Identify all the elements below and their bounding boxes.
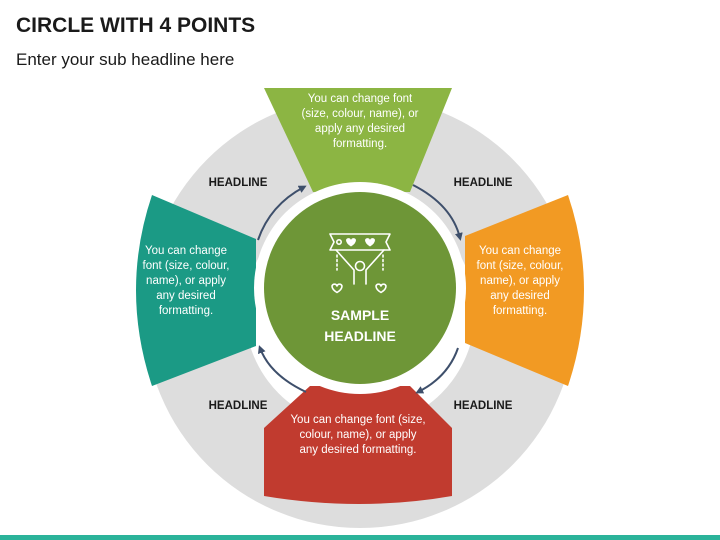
segment-bottom[interactable] bbox=[264, 386, 452, 504]
point-left-text: You can change font (size, colour, name)… bbox=[142, 245, 230, 317]
point-right-text: You can change font (size, colour, name)… bbox=[476, 245, 564, 317]
point-top-text: You can change font (size, colour, name)… bbox=[301, 93, 419, 150]
center-circle[interactable] bbox=[264, 192, 456, 384]
arrow-bottom-to-left bbox=[257, 345, 307, 393]
arrow-right-to-bottom bbox=[415, 347, 459, 394]
headline-bottom-left: HEADLINE bbox=[209, 400, 268, 412]
headline-top-right: HEADLINE bbox=[454, 177, 513, 189]
center-headline-line1: SAMPLE bbox=[331, 307, 389, 323]
arrow-top-to-right bbox=[412, 184, 463, 241]
center-headline-line2: HEADLINE bbox=[324, 328, 396, 344]
headline-bottom-right: HEADLINE bbox=[454, 400, 513, 412]
headline-top-left: HEADLINE bbox=[209, 177, 268, 189]
hanging-hearts-banner-icon bbox=[329, 233, 391, 294]
segment-right[interactable] bbox=[465, 195, 584, 386]
footer-accent-bar bbox=[0, 535, 720, 540]
slide-subtitle: Enter your sub headline here bbox=[16, 50, 235, 69]
segment-top[interactable] bbox=[264, 88, 452, 192]
segment-left[interactable] bbox=[136, 195, 256, 386]
point-bottom-text: You can change font (size, colour, name)… bbox=[290, 414, 426, 456]
slide-title: CIRCLE WITH 4 POINTS bbox=[16, 14, 256, 37]
outer-ring bbox=[144, 96, 576, 528]
arrow-left-to-top bbox=[257, 185, 307, 241]
